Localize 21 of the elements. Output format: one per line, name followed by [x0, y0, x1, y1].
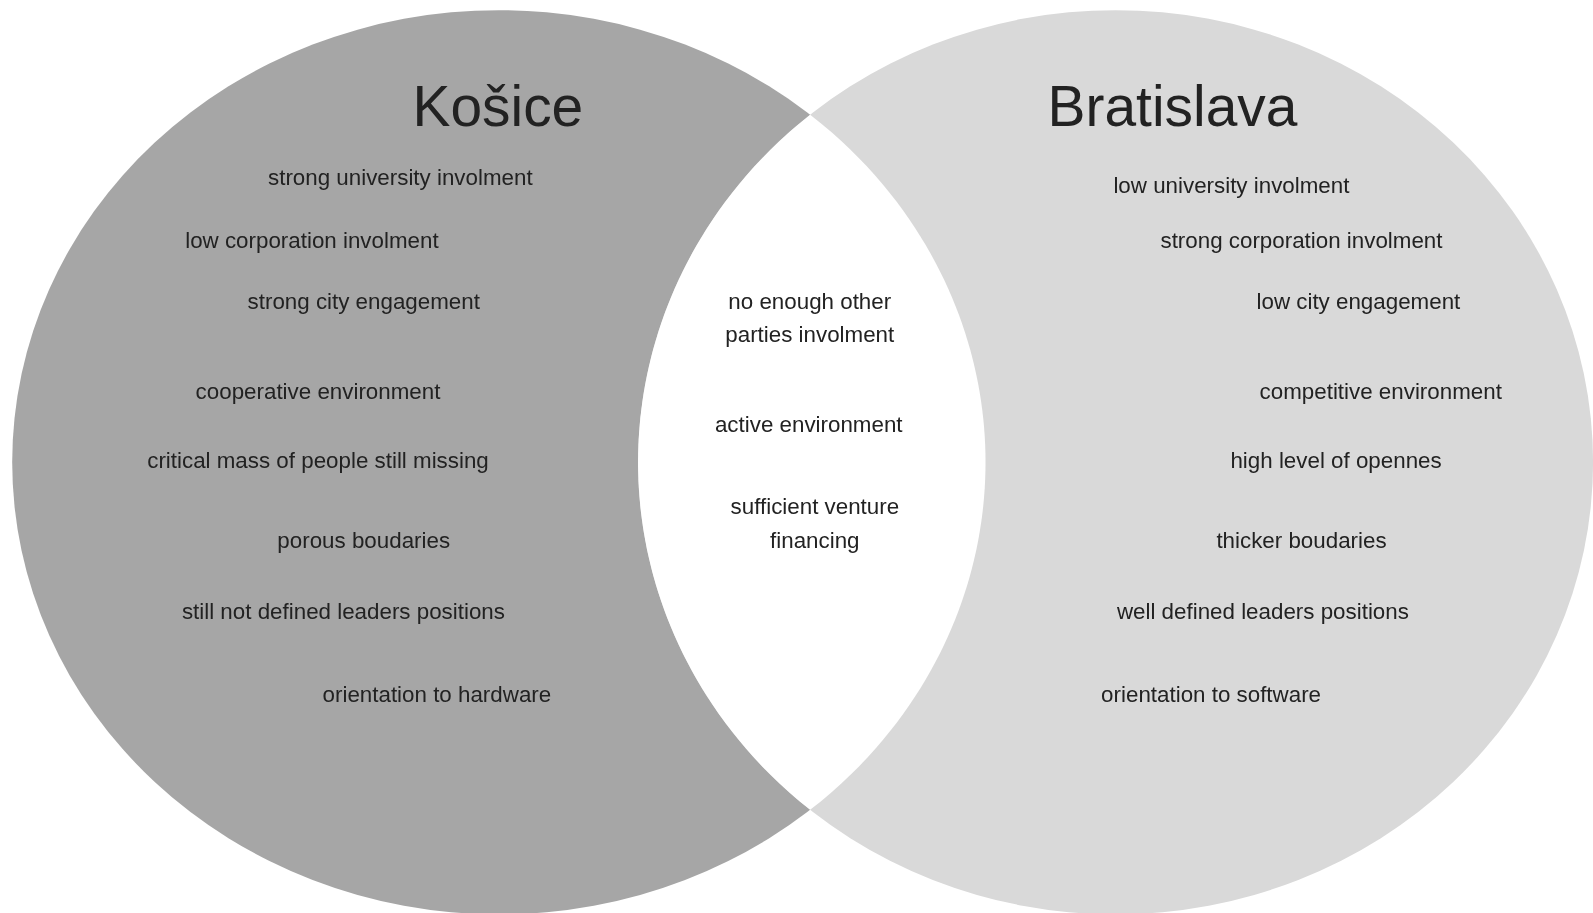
- trait-text: low university involment: [1113, 171, 1350, 200]
- trait-text: critical mass of people still missing: [147, 446, 489, 475]
- trait-text: strong city engagement: [247, 288, 480, 317]
- trait-text: low city engagement: [1256, 288, 1461, 317]
- trait-text: low corporation involment: [185, 227, 439, 256]
- trait-text: high level of opennes: [1230, 446, 1442, 475]
- trait-text: strong corporation involment: [1160, 227, 1443, 256]
- trait-text: competitive environment: [1259, 377, 1502, 406]
- trait-text: still not defined leaders positions: [181, 597, 505, 627]
- trait-text: strong university involment: [268, 164, 533, 193]
- trait-text: thicker boudaries: [1216, 526, 1387, 556]
- trait-text: orientation to software: [1101, 680, 1322, 709]
- trait-text: cooperative environment: [195, 377, 441, 406]
- region-title: Bratislava: [1047, 73, 1298, 141]
- trait-text: orientation to hardware: [322, 680, 552, 709]
- trait-text: well defined leaders positions: [1116, 597, 1409, 627]
- region-title: Košice: [412, 73, 584, 141]
- trait-text: porous boudaries: [277, 526, 451, 556]
- trait-text: active environment: [713, 411, 904, 440]
- trait-text: sufficient venture financing: [729, 492, 901, 555]
- trait-text: no enough other parties involment: [724, 287, 896, 350]
